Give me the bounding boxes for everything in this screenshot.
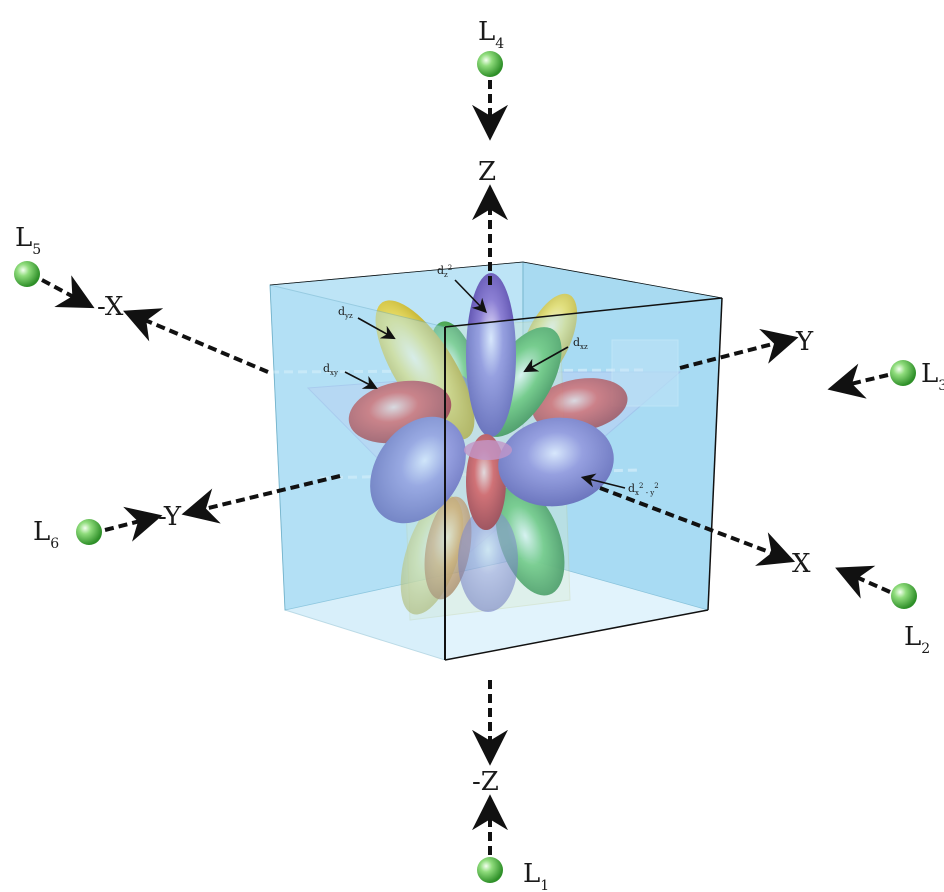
axis-z-pos-label: Z: [478, 157, 496, 187]
dz2-lobe-upper: [466, 273, 516, 437]
axis-arrows: [123, 184, 799, 766]
pointer-dxz: [523, 346, 569, 373]
axis-y-pos-arrow: [679, 328, 799, 370]
ligand-5-arrow: [41, 275, 95, 309]
ligand-1-sphere: [477, 857, 503, 883]
dx2y2-lobe-left: [370, 416, 466, 524]
axis-x-pos-label: X: [792, 549, 811, 579]
pointer-dxy: [344, 371, 378, 389]
dz2-lobe-lower: [458, 508, 518, 612]
pointer-dz2: [454, 279, 488, 314]
ligand-2-sphere: [891, 583, 917, 609]
ligand-2-arrow: [835, 565, 891, 599]
orbital-labels: dz2 dyz dxz dxy dx2 - y2: [323, 264, 659, 497]
pointer-dx2y2: [580, 473, 626, 489]
ligand-6-arrow: [104, 506, 163, 542]
ligand-label-3: L3: [921, 359, 944, 394]
ligand-label-6: L6: [33, 517, 59, 552]
ligand-label-4: L4: [478, 17, 504, 52]
ligand-arrows: [41, 80, 891, 855]
axis-y-pos-label: Y: [795, 327, 814, 357]
axis-labels: Z -Z -X X Y -Y: [97, 157, 814, 797]
ligand-4-sphere: [477, 51, 503, 77]
ligand-label-2: L2: [904, 622, 930, 657]
axis-y-neg-arrow: [181, 474, 341, 524]
cube-front: [269, 261, 723, 661]
ligand-label-1: L1: [523, 859, 549, 892]
ligand-6-sphere: [76, 519, 102, 545]
ligand-labels: L4 L1 L5 L6 L3 L2: [15, 17, 944, 892]
label-dz2: dz2: [437, 264, 452, 279]
axis-x-neg-arrow: [123, 308, 269, 374]
axis-x-pos-arrow: [599, 486, 796, 566]
lobes-front: [348, 273, 614, 530]
axis-y-neg-label: -Y: [158, 502, 182, 532]
ligand-label-5: L5: [15, 223, 41, 258]
ligand-3-arrow: [827, 363, 889, 399]
ligand-3-sphere: [890, 360, 916, 386]
ligand-5-sphere: [14, 261, 40, 287]
dz2-torus: [464, 440, 512, 460]
label-dxy: dxy: [323, 362, 338, 377]
axis-x-neg-label: -X: [97, 292, 124, 322]
axis-z-neg-label: -Z: [472, 767, 499, 797]
label-dyz: dyz: [338, 305, 353, 320]
pointer-dyz: [357, 317, 396, 340]
label-dxz: dxz: [573, 336, 588, 351]
ligand-spheres: [14, 51, 917, 883]
label-dx2y2: dx2 - y2: [628, 482, 659, 497]
